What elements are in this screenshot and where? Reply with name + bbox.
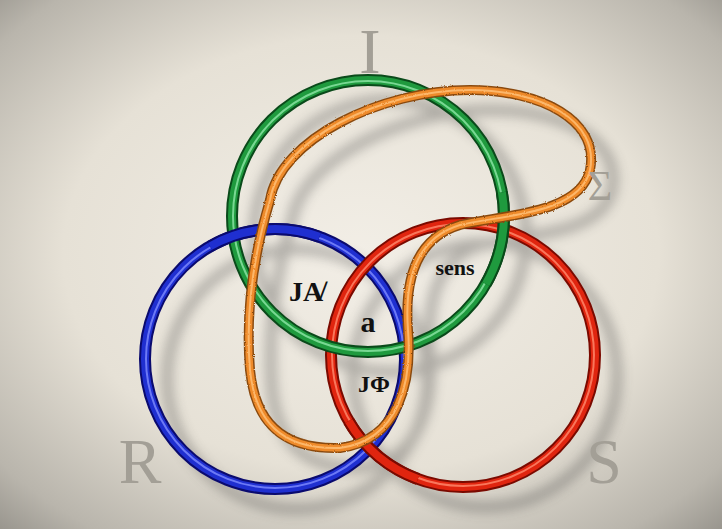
orange-loop — [249, 90, 591, 448]
ring-name: S — [586, 430, 622, 494]
green-ring — [232, 80, 504, 352]
green-over-red — [486, 192, 504, 284]
region-label: a — [361, 307, 376, 337]
region-label: JA̸ — [289, 278, 323, 306]
loop-name: Σ — [588, 165, 612, 207]
ring-name: I — [359, 20, 380, 84]
ring-name: R — [119, 430, 162, 494]
region-label: sens — [435, 257, 474, 279]
region-label: JΦ — [358, 372, 390, 396]
